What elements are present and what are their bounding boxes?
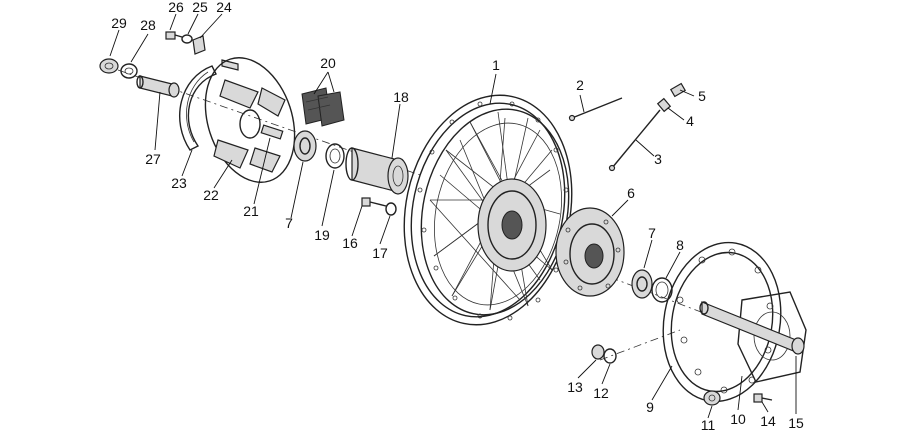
label-13: 13 [567, 379, 583, 395]
label-14: 14 [760, 413, 776, 429]
label-28: 28 [140, 17, 156, 33]
label-10: 10 [730, 411, 746, 427]
part-18-sleeve [345, 147, 409, 195]
label-7-left: 7 [285, 215, 293, 231]
part-15-axle [699, 301, 805, 355]
label-7-right: 7 [648, 225, 656, 241]
part-27-spacer [136, 75, 180, 98]
label-18: 18 [393, 89, 409, 105]
assembly-axis [117, 69, 801, 361]
part-29-nut [99, 58, 119, 74]
label-22: 22 [203, 187, 219, 203]
label-15: 15 [788, 415, 804, 431]
part-12-washer [603, 348, 617, 364]
part-23-brake-band [178, 65, 217, 151]
label-9: 9 [646, 399, 654, 415]
part-20-rubber-blocks [301, 87, 345, 127]
label-23: 23 [171, 175, 187, 191]
part-14-bolt [753, 393, 773, 403]
label-12: 12 [593, 385, 609, 401]
label-21: 21 [243, 203, 259, 219]
part-25-washer [181, 34, 193, 44]
part-26-screw [165, 31, 183, 40]
part-16-bolt [361, 197, 387, 207]
label-20: 20 [320, 55, 336, 71]
part-2-spoke [568, 97, 623, 122]
label-24: 24 [216, 0, 232, 15]
part-7-bearing-left [293, 130, 317, 162]
label-29: 29 [111, 15, 127, 31]
label-3: 3 [654, 151, 662, 167]
label-26: 26 [168, 0, 184, 15]
part-21-pin [260, 124, 284, 140]
label-25: 25 [192, 0, 208, 15]
label-2: 2 [576, 77, 584, 93]
part-11-nut [703, 390, 721, 406]
part-24-clip [192, 35, 206, 55]
part-7-bearing-right [631, 269, 653, 299]
label-17: 17 [372, 245, 388, 261]
part-8-seal [651, 277, 673, 303]
label-5: 5 [698, 88, 706, 104]
leader-lines [109, 13, 797, 419]
label-11: 11 [701, 417, 716, 431]
label-6: 6 [627, 185, 635, 201]
part-10-disc-carrier [737, 291, 807, 383]
part-5-nipple [669, 82, 687, 98]
label-8: 8 [676, 237, 684, 253]
part-19-ring [325, 143, 345, 169]
part-17-washer [385, 202, 397, 216]
part-28-washer [120, 63, 138, 79]
label-1: 1 [492, 57, 500, 73]
part-3-spoke [608, 109, 661, 172]
part-6-drum [555, 207, 625, 297]
part-labels: 1 2 3 4 5 6 7 7 8 9 10 11 12 13 14 15 16… [111, 0, 804, 431]
part-13-nut [591, 344, 605, 360]
label-4: 4 [686, 113, 694, 129]
label-27: 27 [145, 151, 161, 167]
part-1-spoked-wheel [403, 94, 573, 326]
label-16: 16 [342, 235, 358, 251]
label-19: 19 [314, 227, 330, 243]
part-4-nipple [656, 97, 672, 113]
